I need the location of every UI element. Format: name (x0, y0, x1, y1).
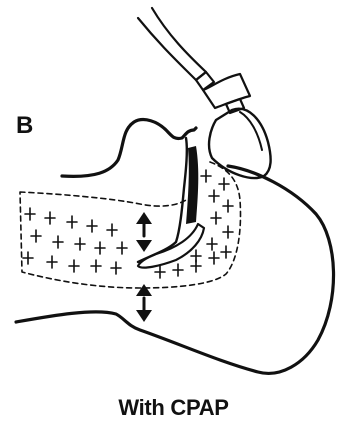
pressurized-region-outline (20, 162, 240, 288)
plus-marker (173, 264, 183, 276)
plus-marker (23, 252, 33, 264)
plus-marker (211, 212, 221, 224)
plus-marker (75, 238, 85, 250)
plus-marker (87, 220, 97, 232)
plus-marker (209, 252, 219, 264)
plus-marker (223, 200, 233, 212)
plus-marker (25, 208, 35, 220)
plus-marker (111, 262, 121, 274)
plus-marker (45, 212, 55, 224)
plus-marker (107, 224, 117, 236)
plus-marker (219, 178, 229, 190)
plus-marker (31, 230, 41, 242)
plus-marker (221, 246, 231, 258)
plus-marker (207, 238, 217, 250)
plus-marker (95, 242, 105, 254)
positive-pressure-markers (23, 170, 233, 278)
plus-marker (69, 260, 79, 272)
panel-letter: B (16, 112, 33, 140)
plus-marker (191, 250, 201, 262)
plus-marker (47, 256, 57, 268)
plus-marker (223, 226, 233, 238)
figure-caption: With CPAP (0, 395, 347, 421)
plus-marker (209, 190, 219, 202)
plus-marker (91, 260, 101, 272)
airway-motion-arrow-upper (136, 212, 152, 252)
plus-marker (155, 266, 165, 278)
plus-marker (67, 216, 77, 228)
soft-palate (186, 146, 198, 224)
cpap-hose (138, 8, 250, 113)
airway-motion-arrow-lower (136, 284, 152, 322)
plus-marker (53, 236, 63, 248)
plus-marker (201, 170, 211, 182)
plus-marker (117, 242, 127, 254)
